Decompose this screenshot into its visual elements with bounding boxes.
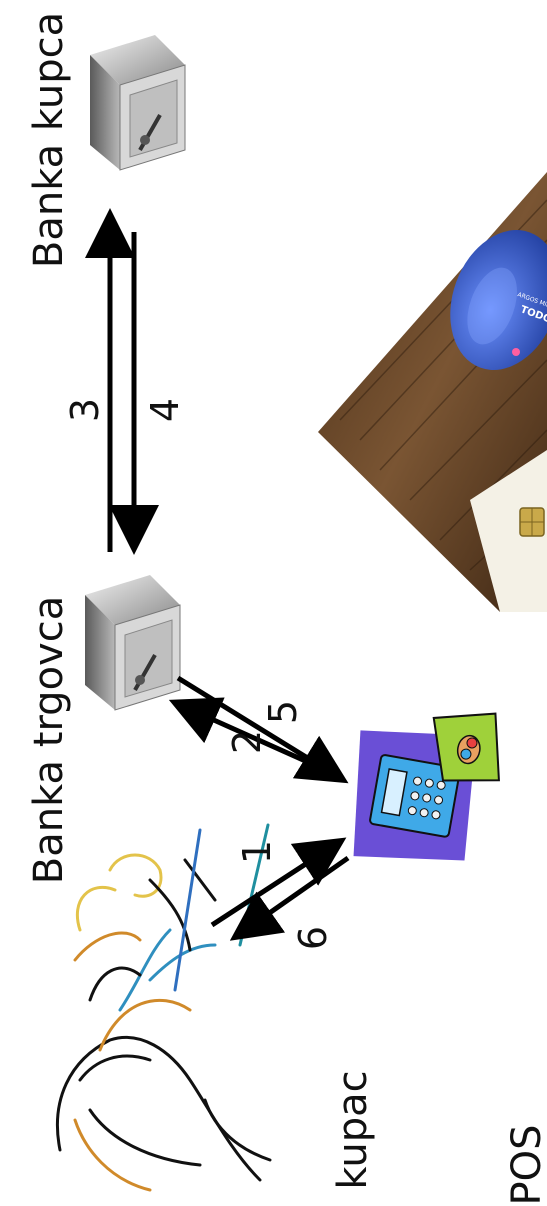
step-number-4: 4: [143, 398, 187, 422]
step-number-2: 2: [225, 730, 269, 754]
step-number-3: 3: [63, 398, 107, 422]
label-banka-kupca: Banka kupca: [26, 12, 72, 268]
arrow-5-merchant-bank-to-pos: [178, 678, 340, 778]
safe-icon: [85, 575, 180, 710]
shoppers-clipart-icon: [57, 825, 270, 1190]
card-reader-photo: TODOS ARGOS MINI II: [318, 172, 547, 612]
step-number-6: 6: [291, 926, 335, 950]
label-pos: POS: [504, 1125, 547, 1206]
reader-led: [512, 348, 520, 356]
label-kupac: kupac: [330, 1070, 376, 1189]
step-number-5: 5: [261, 700, 305, 724]
safe-icon: [90, 35, 185, 170]
pos-terminal-icon: [339, 691, 510, 879]
step-number-1: 1: [235, 840, 279, 864]
label-banka-trgovca: Banka trgovca: [26, 596, 72, 884]
